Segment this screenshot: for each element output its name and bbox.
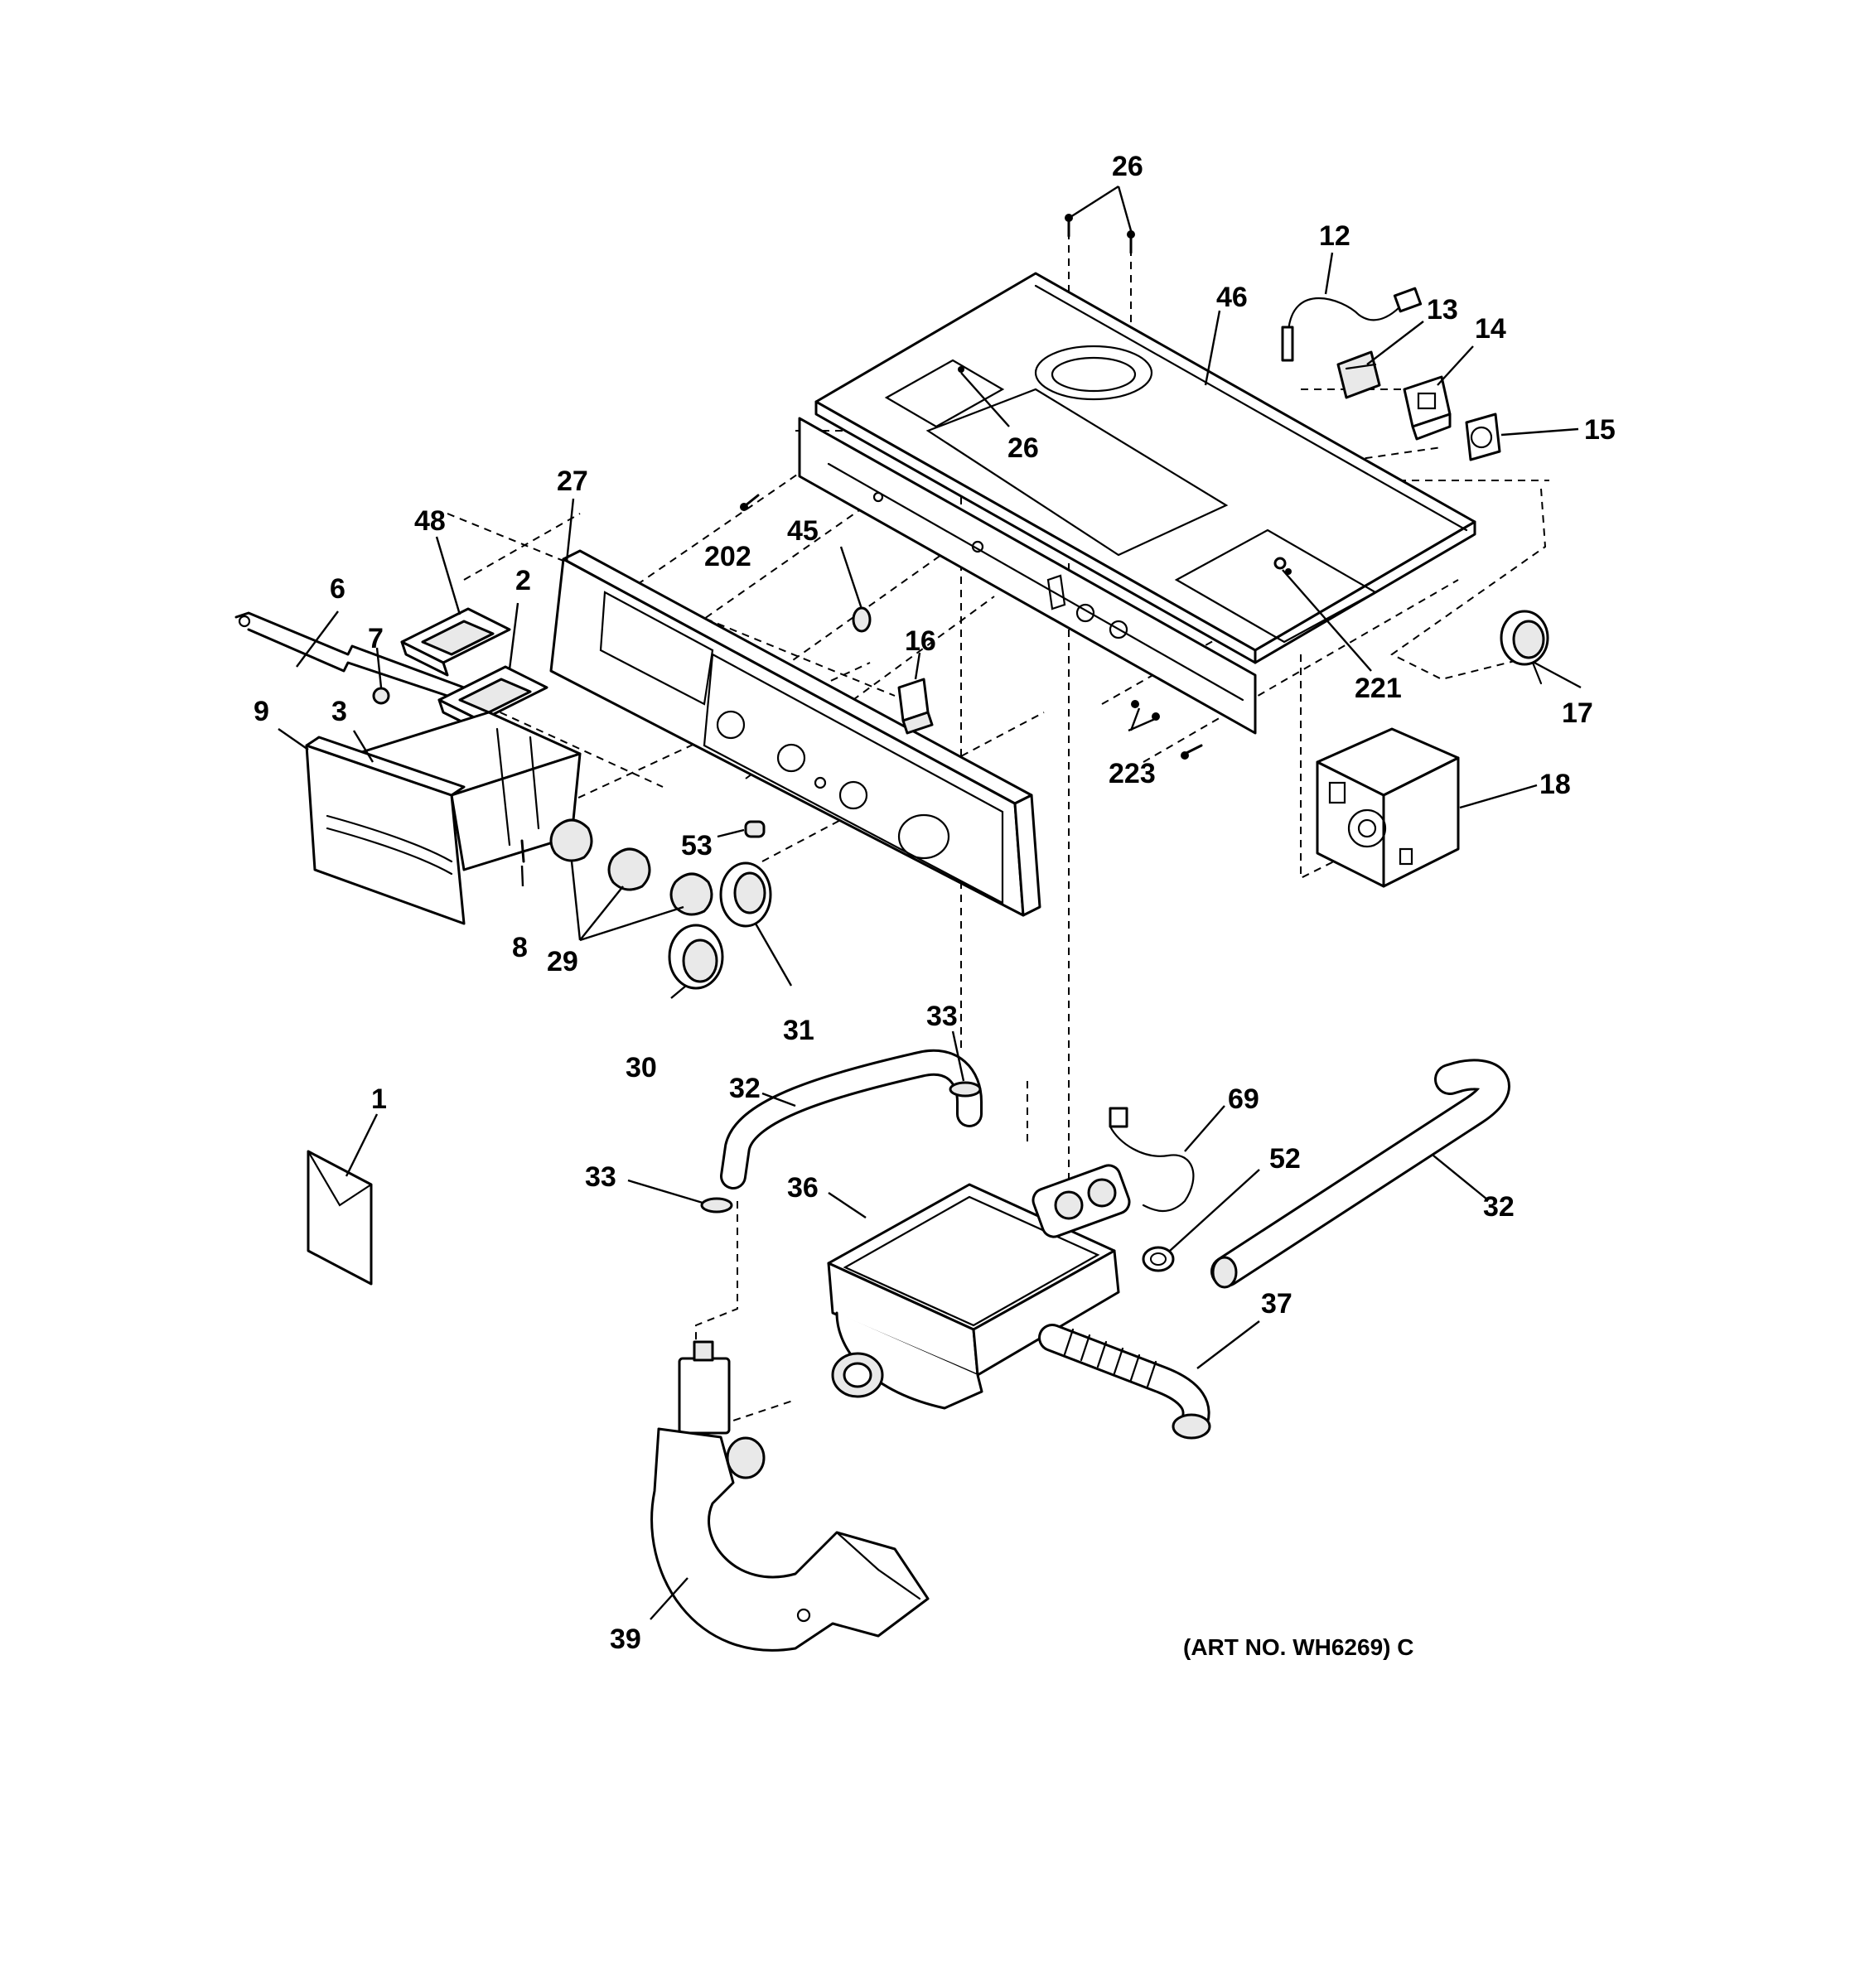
callout-29: 29 bbox=[547, 946, 578, 977]
callout-53: 53 bbox=[681, 830, 713, 861]
vent-duct-39 bbox=[650, 1340, 930, 1652]
callout-26-top: 26 bbox=[1112, 151, 1143, 182]
hose-clamp-33-upper bbox=[949, 1081, 982, 1098]
screws-26-top bbox=[1065, 214, 1135, 254]
wire-harness-12 bbox=[1281, 287, 1423, 362]
callout-202: 202 bbox=[704, 541, 751, 572]
callout-3: 3 bbox=[331, 696, 347, 727]
switch-14 bbox=[1403, 375, 1452, 441]
callout-223: 223 bbox=[1109, 758, 1156, 789]
switch-15 bbox=[1465, 413, 1501, 461]
button-53 bbox=[744, 820, 766, 838]
leader-lines bbox=[278, 185, 1582, 1620]
callout-8: 8 bbox=[512, 932, 528, 963]
hose-clamp-52 bbox=[1142, 1246, 1175, 1272]
callout-45: 45 bbox=[787, 515, 819, 547]
callout-33-lower: 33 bbox=[585, 1161, 616, 1193]
callout-17: 17 bbox=[1562, 697, 1593, 729]
clip-45 bbox=[852, 606, 872, 633]
drawer-front-9 bbox=[305, 736, 466, 925]
callout-6: 6 bbox=[330, 573, 345, 605]
screw-202 bbox=[740, 494, 760, 511]
callout-labels: 26 26 12 46 13 14 15 27 48 202 45 6 2 7 … bbox=[254, 151, 1616, 1660]
knob-30 bbox=[668, 924, 724, 990]
callout-33-upper: 33 bbox=[926, 1001, 958, 1032]
callout-18: 18 bbox=[1539, 769, 1571, 800]
callout-39: 39 bbox=[610, 1624, 641, 1655]
inlet-hose-32-right bbox=[1210, 1059, 1510, 1289]
control-module-18 bbox=[1316, 727, 1460, 888]
literature-envelope-1 bbox=[307, 1150, 373, 1286]
chassis-46 bbox=[814, 272, 1476, 664]
spring-7 bbox=[372, 687, 390, 705]
callout-37: 37 bbox=[1261, 1288, 1292, 1320]
callout-26-chassis: 26 bbox=[1007, 432, 1039, 464]
callout-221: 221 bbox=[1355, 673, 1402, 704]
hose-clamp-33-lower bbox=[700, 1197, 733, 1214]
callout-36: 36 bbox=[787, 1172, 819, 1204]
knob-31 bbox=[719, 861, 772, 928]
callout-46: 46 bbox=[1216, 282, 1248, 313]
fill-hose-32-upper bbox=[720, 1049, 983, 1189]
lamp-16 bbox=[897, 678, 934, 735]
pressure-switch-17 bbox=[1500, 610, 1549, 685]
pin-8 bbox=[520, 839, 525, 863]
art-number: (ART NO. WH6269) C bbox=[1183, 1634, 1413, 1660]
callout-27: 27 bbox=[557, 466, 588, 497]
callout-7: 7 bbox=[368, 623, 384, 654]
callout-30: 30 bbox=[626, 1052, 657, 1083]
callout-15: 15 bbox=[1584, 414, 1616, 446]
cup-2 bbox=[437, 665, 548, 735]
control-panel-27 bbox=[549, 549, 1041, 917]
cup-48 bbox=[400, 607, 511, 677]
callout-13: 13 bbox=[1427, 294, 1458, 326]
chassis-front-wall bbox=[798, 417, 1257, 735]
callout-9: 9 bbox=[254, 696, 269, 727]
water-valve-69 bbox=[1032, 1107, 1195, 1238]
callout-52: 52 bbox=[1269, 1143, 1301, 1175]
screw-221 bbox=[1273, 557, 1287, 570]
callout-32-upper: 32 bbox=[729, 1073, 761, 1104]
knobs-29 bbox=[549, 818, 713, 916]
callout-1: 1 bbox=[371, 1083, 387, 1115]
callout-32-right: 32 bbox=[1483, 1191, 1515, 1223]
screws-223 bbox=[1131, 700, 1203, 760]
callout-16: 16 bbox=[905, 625, 936, 657]
bellows-hose-37 bbox=[1038, 1324, 1211, 1440]
callout-2: 2 bbox=[515, 565, 531, 596]
callout-31: 31 bbox=[783, 1015, 814, 1046]
callout-48: 48 bbox=[414, 505, 446, 537]
callout-69: 69 bbox=[1228, 1083, 1259, 1115]
callout-14: 14 bbox=[1475, 313, 1506, 345]
callout-12: 12 bbox=[1319, 220, 1350, 252]
